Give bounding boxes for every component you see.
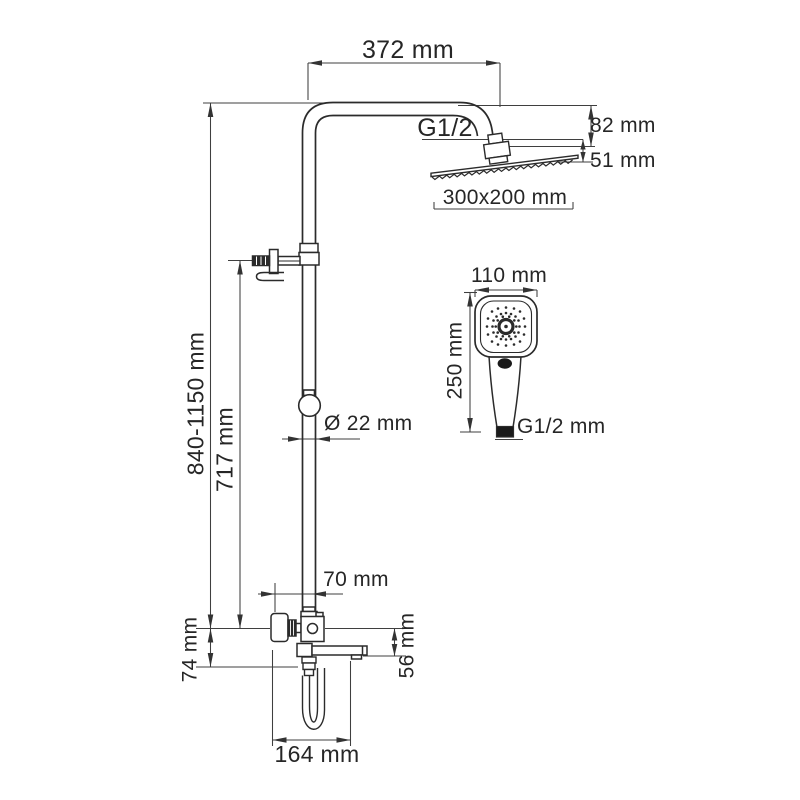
spout-aerator [350, 654, 363, 660]
dim-label-hand-length: 250 mm [443, 321, 467, 400]
valve-handle [270, 612, 289, 643]
shower-column-pipe [301, 101, 494, 616]
dim-label-head-thickness: 51 mm [590, 149, 656, 172]
holder-hook [255, 271, 284, 282]
dim-label-valve-offset: 70 mm [323, 568, 389, 591]
dimension-arrowheads [207, 60, 594, 743]
overhead-shower-connector [482, 132, 512, 165]
hand-shower-mode-button [497, 358, 512, 369]
dim-label-hand-thread: G1/2 mm [517, 415, 606, 438]
dim-label-hand-width: 110 mm [470, 264, 548, 287]
dim-label-spout-width: 164 mm [274, 741, 360, 767]
hand-shower-center-ring [497, 317, 515, 336]
dim-label-overall-height: 840-1150 mm [182, 331, 209, 476]
slider-knob [297, 389, 322, 418]
dim-label-column-height: 717 mm [211, 407, 238, 492]
diverter-button [306, 622, 319, 635]
shower-hose [301, 656, 326, 730]
overhead-shower-plate [430, 154, 579, 178]
overhead-shower [430, 132, 579, 181]
hand-shower-connector [495, 425, 515, 438]
hand-shower-holder [251, 242, 320, 282]
overhead-shower-nozzles [431, 159, 573, 181]
dim-label-head-drop: 82 mm [590, 114, 656, 137]
dim-label-spout-drop: 56 mm [395, 612, 419, 679]
dim-label-pipe-diameter: Ø 22 mm [324, 412, 413, 435]
hand-shower-nozzle-dots [485, 306, 527, 347]
mixer-valve [270, 606, 325, 643]
dim-label-head-size: 300x200 mm [442, 186, 568, 209]
dim-label-top-thread: G1/2 [417, 114, 473, 142]
dim-label-top-arm-width: 372 mm [361, 36, 455, 64]
dim-label-valve-drop: 74 mm [178, 616, 202, 683]
hand-shower [474, 295, 538, 438]
